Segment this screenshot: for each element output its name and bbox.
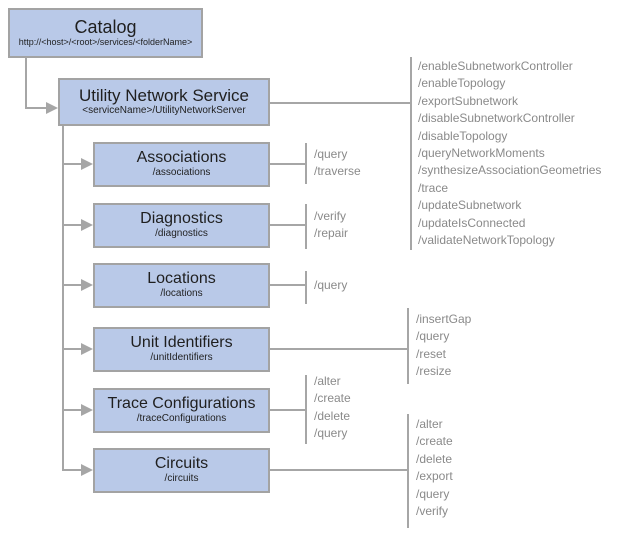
operation-label: /validateNetworkTopology [418, 233, 555, 248]
operation-label: /updateSubnetwork [418, 198, 522, 213]
node-title: Catalog [74, 17, 137, 38]
operation-label: /trace [418, 180, 449, 195]
arrow-right-icon [46, 102, 58, 114]
arrow-right-icon [81, 158, 93, 170]
node-circuits: Circuits /circuits [93, 448, 270, 493]
connector-line [270, 469, 408, 471]
connector-line [270, 409, 306, 411]
operation-label: /queryNetworkMoments [418, 146, 545, 161]
connector-line [305, 271, 307, 304]
node-subtitle: <serviceName>/UtilityNetworkServer [82, 104, 246, 116]
node-title: Locations [147, 270, 216, 288]
operation-label: /traverse [314, 164, 361, 179]
operation-label: /query [314, 278, 348, 292]
node-locations: Locations /locations [93, 263, 270, 308]
connector-line [305, 143, 307, 184]
operation-label: /repair [314, 226, 349, 241]
node-subtitle: /diagnostics [155, 227, 208, 239]
operation-label: /query [314, 426, 348, 441]
operations-list-associations: /query/traverse [314, 146, 361, 181]
arrow-right-icon [81, 404, 93, 416]
operations-list-service: /enableSubnetworkController/enableTopolo… [418, 58, 601, 249]
connector-line [410, 57, 412, 250]
operation-label: /verify [314, 209, 347, 223]
node-title: Associations [136, 149, 227, 167]
node-subtitle: /traceConfigurations [136, 412, 227, 424]
operation-label: /reset [416, 346, 447, 361]
arrow-right-icon [81, 343, 93, 355]
connector-line [25, 107, 48, 109]
arrow-right-icon [81, 464, 93, 476]
connector-line [270, 163, 306, 165]
connector-line [62, 469, 82, 471]
node-utility-network-service: Utility Network Service <serviceName>/Ut… [58, 78, 270, 126]
node-subtitle: /circuits [164, 472, 199, 484]
connector-line [270, 348, 408, 350]
node-subtitle: /locations [160, 287, 203, 299]
operation-label: /disableTopology [418, 128, 508, 143]
operations-list-trace-configurations: /alter/create/delete/query [314, 373, 351, 443]
node-title: Circuits [154, 455, 209, 473]
operations-list-diagnostics: /verify/repair [314, 208, 348, 243]
node-unit-identifiers: Unit Identifiers /unitIdentifiers [93, 327, 270, 372]
connector-line [270, 102, 410, 104]
operations-list-circuits: /alter/create/delete/export/query/verify [416, 416, 453, 520]
node-title: Utility Network Service [78, 86, 250, 106]
connector-line [407, 308, 409, 384]
operations-list-locations: /query [314, 277, 347, 294]
connector-line [270, 284, 306, 286]
connector-line [62, 163, 82, 165]
operation-label: /export [416, 469, 453, 484]
connector-line [62, 126, 64, 471]
node-subtitle: http://<host>/<root>/services/<folderNam… [18, 37, 193, 48]
operation-label: /delete [416, 451, 453, 466]
operation-label: /enableTopology [418, 76, 506, 91]
operation-label: /disableSubnetworkController [418, 111, 575, 126]
connector-line [62, 284, 82, 286]
operation-label: /updateIsConnected [418, 215, 526, 230]
node-subtitle: /associations [152, 166, 211, 178]
operation-label: /alter [416, 417, 443, 431]
operation-label: /enableSubnetworkController [418, 59, 573, 73]
operation-label: /create [416, 434, 453, 449]
node-subtitle: /unitIdentifiers [150, 351, 213, 363]
node-associations: Associations /associations [93, 142, 270, 187]
node-title: Unit Identifiers [130, 334, 233, 352]
node-title: Trace Configurations [107, 395, 256, 413]
connector-line [270, 224, 306, 226]
node-trace-configurations: Trace Configurations /traceConfiguration… [93, 388, 270, 433]
operation-label: /alter [314, 374, 341, 388]
connector-line [62, 224, 82, 226]
operation-label: /synthesizeAssociationGeometries [418, 163, 602, 178]
operation-label: /delete [314, 408, 351, 423]
node-catalog: Catalog http://<host>/<root>/services/<f… [8, 8, 203, 58]
arrow-right-icon [81, 219, 93, 231]
connector-line [25, 57, 27, 109]
connector-line [62, 348, 82, 350]
arrow-right-icon [81, 279, 93, 291]
operation-label: /exportSubnetwork [418, 93, 519, 108]
operation-label: /query [416, 486, 450, 501]
operations-list-unit-identifiers: /insertGap/query/reset/resize [416, 311, 471, 381]
operation-label: /verify [416, 504, 449, 519]
operation-label: /insertGap [416, 312, 472, 326]
operation-label: /resize [416, 364, 452, 379]
connector-line [62, 409, 82, 411]
node-title: Diagnostics [140, 210, 223, 228]
node-diagnostics: Diagnostics /diagnostics [93, 203, 270, 248]
operation-label: /create [314, 391, 351, 406]
operation-label: /query [416, 329, 450, 344]
operation-label: /query [314, 147, 348, 161]
connector-line [305, 375, 307, 444]
connector-line [305, 204, 307, 249]
connector-line [407, 414, 409, 528]
